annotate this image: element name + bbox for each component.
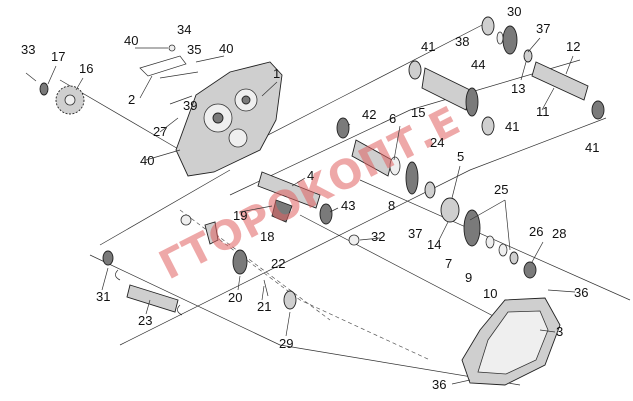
part-number-24: 24 — [430, 135, 444, 150]
part-number-9: 9 — [465, 270, 472, 285]
part-number-18: 18 — [260, 229, 274, 244]
callout-leaders — [47, 37, 576, 385]
part-number-23: 23 — [138, 313, 152, 328]
part-number-13: 13 — [511, 81, 525, 96]
shift-drum — [102, 250, 183, 316]
part-number-40-b: 40 — [219, 41, 233, 56]
part-number-33: 33 — [21, 42, 35, 57]
gear-cover — [461, 297, 561, 386]
part-number-5: 5 — [457, 149, 464, 164]
part-number-28: 28 — [552, 226, 566, 241]
part-number-1: 1 — [273, 66, 280, 81]
part-number-32: 32 — [371, 229, 385, 244]
part-number-16: 16 — [79, 61, 93, 76]
part-number-44: 44 — [471, 57, 485, 72]
part-number-36-lower: 36 — [432, 377, 446, 392]
part-number-30: 30 — [507, 4, 521, 19]
part-number-10: 10 — [483, 286, 497, 301]
upper-shaft-assembly — [408, 16, 605, 136]
bolts — [135, 44, 225, 105]
gearbox-housing — [175, 61, 283, 177]
part-number-26: 26 — [529, 224, 543, 239]
part-number-37: 37 — [536, 21, 550, 36]
part-number-12: 12 — [566, 39, 580, 54]
part-number-40-c: 40 — [140, 153, 154, 168]
part-number-34: 34 — [177, 22, 191, 37]
part-number-3: 3 — [556, 324, 563, 339]
assembly-guide-lines — [59, 21, 631, 386]
main-shaft — [257, 171, 360, 246]
part-number-36: 36 — [574, 285, 588, 300]
part-number-15: 15 — [411, 105, 425, 120]
part-number-11: 11 — [536, 104, 550, 119]
part-number-4: 4 — [307, 168, 314, 183]
part-number-6: 6 — [389, 111, 396, 126]
part-number-20: 20 — [228, 290, 242, 305]
part-number-41: 41 — [421, 39, 435, 54]
part-number-29: 29 — [279, 336, 293, 351]
part-number-21: 21 — [257, 299, 271, 314]
sprocket — [25, 72, 85, 115]
part-number-42: 42 — [362, 107, 376, 122]
part-number-41-c: 41 — [585, 140, 599, 155]
part-number-38: 38 — [455, 34, 469, 49]
part-number-8: 8 — [388, 198, 395, 213]
part-number-39: 39 — [183, 98, 197, 113]
part-number-2: 2 — [128, 92, 135, 107]
shift-assembly — [180, 214, 297, 310]
part-number-17: 17 — [51, 49, 65, 64]
part-number-41-b: 41 — [505, 119, 519, 134]
part-number-37-lower: 37 — [408, 226, 422, 241]
part-number-43: 43 — [341, 198, 355, 213]
part-number-40: 40 — [124, 33, 138, 48]
part-number-35: 35 — [187, 42, 201, 57]
part-number-7: 7 — [445, 256, 452, 271]
part-number-31: 31 — [96, 289, 110, 304]
part-number-22: 22 — [271, 256, 285, 271]
part-number-25: 25 — [494, 182, 508, 197]
part-number-19: 19 — [233, 208, 247, 223]
part-number-14: 14 — [427, 237, 441, 252]
part-number-labels: 1 2 3 4 5 6 7 8 9 10 11 12 13 14 15 16 1… — [21, 4, 599, 392]
middle-shaft-assembly — [336, 117, 537, 279]
